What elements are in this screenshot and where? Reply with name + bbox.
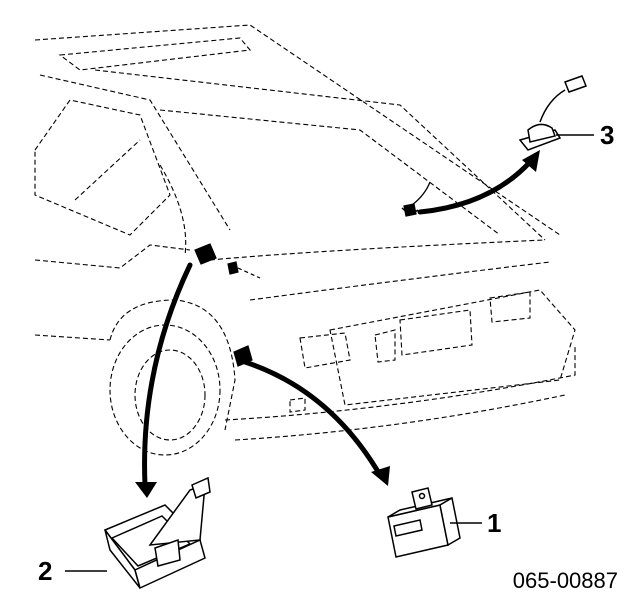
part-1-module xyxy=(387,487,482,558)
rear-window-left xyxy=(39,74,231,231)
part-1-bracket-hole xyxy=(418,492,426,500)
license-plate xyxy=(399,309,473,356)
tail-light-right xyxy=(489,291,531,323)
arrow-heads xyxy=(135,150,540,498)
wheel-arch xyxy=(109,299,236,431)
part-3-antenna-amplifier xyxy=(518,75,594,151)
bumper-lower-line xyxy=(234,394,566,441)
trunk-lid-line xyxy=(249,261,551,301)
wheel-hub xyxy=(134,349,206,441)
lower-door-line xyxy=(34,334,111,341)
fuel-door xyxy=(289,397,306,413)
connector-c-pillar xyxy=(194,243,217,265)
callout-3: 3 xyxy=(600,120,615,150)
part-1-socket xyxy=(393,519,423,537)
callout-2: 2 xyxy=(38,556,53,586)
tail-light-left xyxy=(299,332,351,369)
connector-small xyxy=(227,261,239,275)
roof-line xyxy=(34,24,561,236)
arrow-to-part-3 xyxy=(417,159,533,215)
part-2-ecu xyxy=(65,476,211,590)
part-1-side xyxy=(439,496,461,547)
side-window-divider xyxy=(74,139,141,201)
part-2-connector xyxy=(154,538,181,567)
trunk-edge xyxy=(209,239,546,261)
arrowhead-part-3 xyxy=(522,150,540,172)
vehicle-outline xyxy=(34,24,576,456)
rear-wheel xyxy=(109,324,221,456)
rear-window-top xyxy=(94,69,546,241)
rear-bumper xyxy=(224,345,576,421)
belt-line xyxy=(34,244,191,269)
part-3-body xyxy=(527,123,557,143)
sunroof-outline xyxy=(58,37,252,71)
rear-panel xyxy=(329,289,576,406)
harness-segment xyxy=(237,267,261,279)
arrow-to-part-1 xyxy=(242,359,383,478)
arrowhead-part-1 xyxy=(371,466,390,486)
c-pillar xyxy=(159,164,187,256)
part-2-bracket-tab xyxy=(191,476,211,500)
callout-1: 1 xyxy=(487,508,502,538)
part-3-cable xyxy=(539,89,566,123)
connectors xyxy=(194,181,431,367)
arrowhead-part-2 xyxy=(135,482,157,498)
arrow-to-part-2 xyxy=(142,262,193,488)
antenna-cable-stub xyxy=(411,181,431,206)
part-number-label: 065-00887 xyxy=(512,568,618,593)
leader-arrows xyxy=(142,159,533,488)
rear-window-inner xyxy=(159,109,501,236)
connector-trunk xyxy=(403,203,417,217)
part-3-plug xyxy=(564,75,587,93)
reverse-light xyxy=(374,329,396,363)
side-window xyxy=(34,99,171,236)
